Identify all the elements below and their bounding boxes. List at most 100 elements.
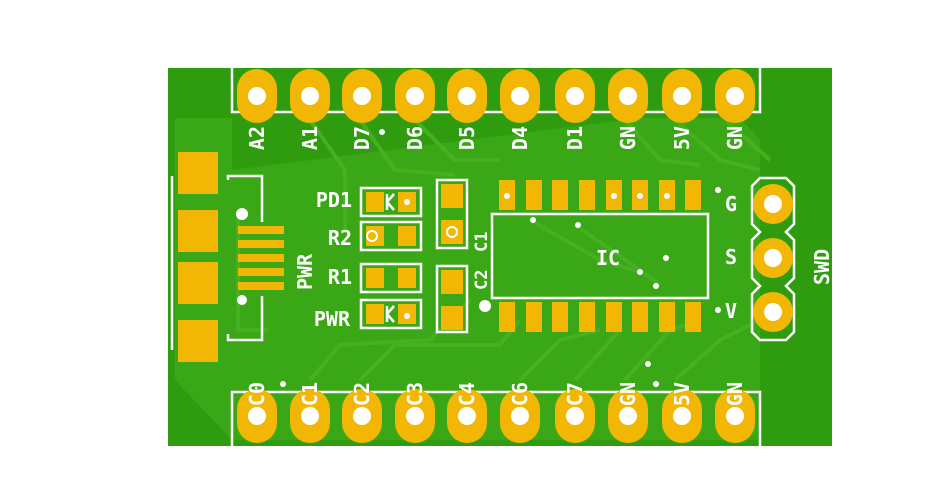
- ic-pad: [499, 302, 515, 332]
- pin-label: A2: [245, 126, 269, 150]
- c1-pad: [441, 220, 463, 244]
- usb-outline: [226, 174, 264, 222]
- c2-label: C2: [472, 270, 492, 290]
- swd-label: SWD: [810, 249, 834, 285]
- via: [366, 230, 378, 242]
- header-pin-hole: [566, 407, 584, 425]
- via: [404, 313, 410, 319]
- header-pin-hole: [458, 87, 476, 105]
- via: [280, 381, 286, 387]
- usb-shield-pad: [178, 152, 218, 194]
- usb-shield-pad: [178, 210, 218, 252]
- c2-pad: [441, 306, 463, 330]
- passive-components: [359, 178, 491, 334]
- pin-label: A1: [298, 126, 322, 150]
- trace: [623, 118, 701, 167]
- trace: [358, 318, 522, 382]
- diode-marker: [385, 305, 395, 323]
- header-pin-hole: [248, 87, 266, 105]
- via: [645, 361, 651, 367]
- trace: [236, 212, 268, 332]
- pin-label: 5V: [670, 382, 694, 406]
- swd-outline: [750, 176, 796, 342]
- via: [611, 193, 617, 199]
- bottom-pin-header: [230, 389, 762, 450]
- silkscreen-labels: PD1 R2 R1 PWR PWR C1 C2 IC SWD G S V: [293, 188, 834, 331]
- pin-label: D1: [563, 126, 587, 150]
- pin-label: C4: [455, 382, 479, 406]
- ic-outline: [490, 212, 710, 300]
- ic-pad: [552, 302, 568, 332]
- pin-label: C2: [350, 382, 374, 406]
- swd-pin-label: S: [725, 245, 737, 269]
- header-pin-hole: [673, 87, 691, 105]
- header-pin-hole: [619, 87, 637, 105]
- ic-pad: [685, 180, 701, 210]
- c1-pad: [441, 184, 463, 208]
- pin-label: D5: [455, 126, 479, 150]
- via: [504, 193, 510, 199]
- header-outline: [230, 62, 762, 114]
- usb-shield-pad: [178, 262, 218, 304]
- pin-label: GN: [723, 126, 747, 150]
- r2-pad: [398, 226, 416, 246]
- r1-outline: [359, 262, 423, 294]
- pin-label: C3: [403, 382, 427, 406]
- pwr-usb-label: PWR: [293, 253, 317, 290]
- trace: [358, 118, 456, 177]
- r1-pad: [398, 268, 416, 288]
- pin-label: GN: [723, 382, 747, 406]
- swd-header: [750, 176, 796, 342]
- via: [653, 283, 659, 289]
- pin-label: C0: [245, 382, 269, 406]
- mounting-hole: [237, 295, 247, 305]
- via: [663, 255, 669, 261]
- trace: [518, 328, 601, 382]
- ic-label: IC: [596, 246, 620, 270]
- via: [379, 129, 385, 135]
- header-pin-hole: [619, 407, 637, 425]
- ic-pad: [685, 302, 701, 332]
- pwr-led-outline: [359, 298, 423, 330]
- c1-label: C1: [472, 232, 492, 252]
- swd-pin-label: V: [725, 299, 737, 323]
- pin-label: GN: [616, 126, 640, 150]
- c2-outline: [435, 264, 469, 334]
- usb-data-pad: [238, 226, 284, 234]
- usb-data-pad: [238, 254, 284, 262]
- pin-label: GN: [616, 382, 640, 406]
- top-pin-header: [230, 62, 762, 123]
- pd1-outline: [359, 186, 423, 218]
- header-pin-hole: [458, 407, 476, 425]
- diode-marker: [385, 193, 395, 211]
- r2-pad: [366, 226, 384, 246]
- ic-pad: [526, 302, 542, 332]
- header-pin-hole: [301, 407, 319, 425]
- pwr-led-label: PWR: [314, 307, 351, 331]
- header-pin-hole: [301, 87, 319, 105]
- via: [715, 307, 721, 313]
- via: [446, 226, 458, 238]
- header-pin-hole: [406, 87, 424, 105]
- swd-pin-hole: [764, 249, 782, 267]
- ic-pad: [632, 302, 648, 332]
- via: [637, 269, 643, 275]
- usb-data-pad: [238, 268, 284, 276]
- usb-data-pad: [238, 240, 284, 248]
- pin-label: C6: [508, 382, 532, 406]
- trace: [308, 118, 347, 230]
- header-pin-hole: [353, 407, 371, 425]
- header-pin-hole: [406, 407, 424, 425]
- pin-label: D6: [403, 126, 427, 150]
- ic-pad: [579, 302, 595, 332]
- header-pin-hole: [726, 407, 744, 425]
- ic-chip: [490, 180, 721, 332]
- via: [653, 381, 659, 387]
- pd1-label: PD1: [316, 188, 352, 212]
- via: [664, 193, 670, 199]
- ic-pad: [579, 180, 595, 210]
- ic-pad: [526, 180, 542, 210]
- c2-pad: [441, 270, 463, 294]
